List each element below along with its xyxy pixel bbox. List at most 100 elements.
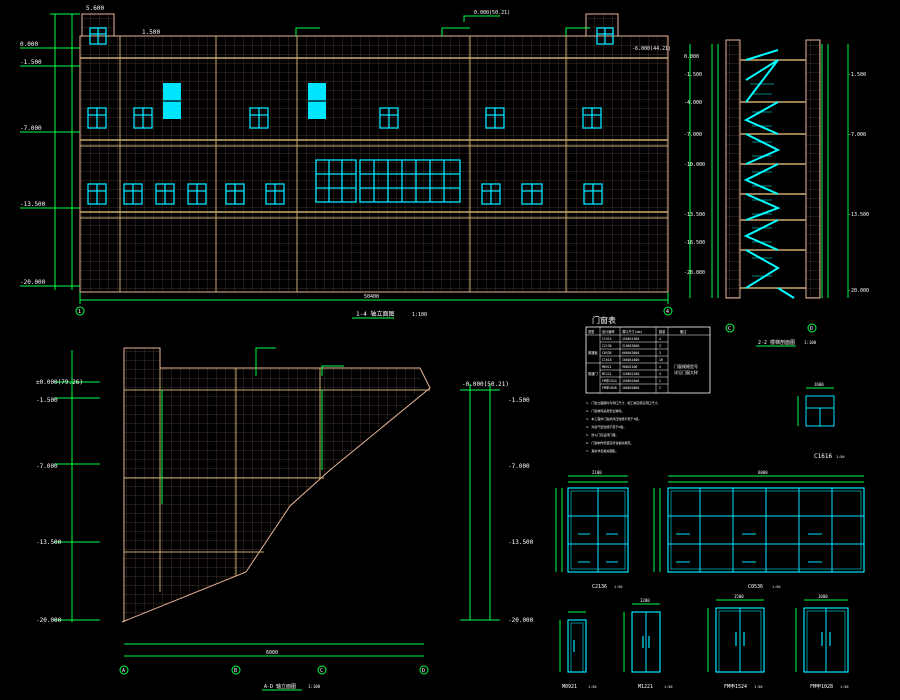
table-header-cell: 备注 xyxy=(680,329,687,334)
stair-level-label: -10.000 xyxy=(684,162,705,168)
axis-label: 4 xyxy=(666,309,669,315)
stair-level-label: 0.000 xyxy=(684,54,699,60)
axis-label: C xyxy=(320,668,323,674)
table-cell: 4 xyxy=(659,337,661,341)
detail-fm1524: 1500 FM甲1524 1:50 xyxy=(707,594,765,690)
table-remark: 门窗规格型号详见门窗大样 xyxy=(674,363,698,375)
note-line: 4. 外窗气密性能不低于6级。 xyxy=(586,424,626,429)
detail-fm1028: 1000 FM甲1028 1:50 xyxy=(795,594,849,690)
detail-c1616: 1600 C1616 1:50 xyxy=(797,382,844,460)
top-elevation-title: 1-4 轴立面图 xyxy=(356,310,394,318)
stair-section-scale: 1:100 xyxy=(804,340,817,345)
top-level-label: 0.000 xyxy=(20,41,38,48)
stair-level-label: -7.000 xyxy=(684,132,702,138)
table-cell: 2 xyxy=(659,386,661,390)
table-cell: C1515 xyxy=(602,337,612,341)
stair-landings xyxy=(740,59,806,289)
bottom-section-title: A-D 轴立面图 xyxy=(264,683,296,690)
bottom-level-left: ±0.000(79.26) xyxy=(36,379,83,386)
bottom-level-left: -7.000 xyxy=(36,463,58,470)
axis-label: 1 xyxy=(78,309,81,315)
detail-c2136: 2100 C2136 1:50 xyxy=(555,470,629,590)
table-cell: 900X2100 xyxy=(622,365,637,369)
table-header-cell: 洞口尺寸(mm) xyxy=(622,329,643,334)
table-cell: 1200X2100 xyxy=(622,372,639,376)
stair-level-label: -16.500 xyxy=(684,240,705,246)
bottom-level-left: -1.500 xyxy=(36,397,58,404)
bottom-level-right: -7.000 xyxy=(508,463,530,470)
stair-shaft-wall xyxy=(725,39,741,299)
top-elevation-scale: 1:100 xyxy=(412,312,427,318)
top-level-label: -13.500 xyxy=(20,201,46,208)
stair-shaft-wall xyxy=(805,39,821,299)
bottom-section-scale: 1:100 xyxy=(308,684,321,689)
window-door-details: 1600 C1616 1:50 2100 C2136 1:50 xyxy=(555,382,865,690)
stair-level-label: -13.500 xyxy=(848,212,869,218)
table-cell: 3 xyxy=(659,351,661,355)
table-cell: 1500X1500 xyxy=(622,337,639,341)
svg-text:1600: 1600 xyxy=(814,382,824,387)
svg-text:1:50: 1:50 xyxy=(754,685,762,689)
detail-c0536: 6000 C0536 1:50 xyxy=(653,470,865,590)
note-line: 7. 其余详见相关图集。 xyxy=(586,448,618,453)
top-roof-dim: 1.500 xyxy=(142,29,160,36)
svg-text:M0921: M0921 xyxy=(562,684,577,690)
svg-text:1000: 1000 xyxy=(818,594,828,599)
table-cell: 6000X3600 xyxy=(622,351,639,355)
note-line: 1. 门窗立面图均为洞口尺寸，施工前应核实洞口尺寸。 xyxy=(586,400,660,405)
detail-m0921: M0921 1:50 xyxy=(559,611,596,690)
top-total-dim: 50400 xyxy=(364,294,379,300)
svg-text:FM甲1524: FM甲1524 xyxy=(724,684,747,690)
svg-text:1:50: 1:50 xyxy=(588,685,596,689)
axis-label: D xyxy=(810,326,813,332)
table-cell: C1616 xyxy=(602,358,612,362)
note-line: 2. 门窗玻璃采用安全玻璃。 xyxy=(586,408,624,413)
stair-level-label: -7.000 xyxy=(848,132,866,138)
axis-label: A xyxy=(122,668,125,674)
top-note-top: 0.000(50.21) xyxy=(474,10,510,16)
svg-text:1500: 1500 xyxy=(734,594,744,599)
note-line: 3. 本工程外门窗抗风压性能不低于3级。 xyxy=(586,416,641,421)
table-cell: 4 xyxy=(659,372,661,376)
note-line: 6. 门窗制作安装应符合相关规范。 xyxy=(586,440,633,445)
table-cell: M1221 xyxy=(602,372,612,376)
axis-bubble xyxy=(663,306,673,316)
stair-section-title: 2-2 楼梯剖面图 xyxy=(758,339,795,346)
table-cell: 16 xyxy=(659,358,663,362)
table-cell: C2136 xyxy=(602,344,612,348)
table-header-cell: 数量 xyxy=(659,329,666,334)
axis-bubble xyxy=(75,306,85,316)
axis-bubble xyxy=(807,323,817,333)
bottom-level-right: -13.500 xyxy=(508,539,534,546)
svg-text:1200: 1200 xyxy=(640,598,650,603)
bottom-level-left: -20.000 xyxy=(36,617,62,624)
top-dimension-lines xyxy=(20,13,669,304)
svg-text:6000: 6000 xyxy=(758,470,768,475)
svg-text:1:50: 1:50 xyxy=(614,585,622,589)
table-cell: 2100X3600 xyxy=(622,344,639,348)
svg-text:1:50: 1:50 xyxy=(664,685,672,689)
table-cell: FM甲1028 xyxy=(602,386,617,390)
table-cell: 1600X1600 xyxy=(622,358,639,362)
table-notes: 1. 门窗立面图均为洞口尺寸，施工前应核实洞口尺寸。 2. 门窗玻璃采用安全玻璃。… xyxy=(586,400,660,453)
table-title: 门窗表 xyxy=(592,315,616,325)
bottom-level-left: -13.500 xyxy=(36,539,62,546)
table-cell: 1000X2800 xyxy=(622,386,639,390)
table-cell: C0536 xyxy=(602,351,612,355)
table-cell: 普通门 xyxy=(588,371,598,376)
svg-text:1:50: 1:50 xyxy=(840,685,848,689)
stair-level-label: -13.500 xyxy=(684,212,705,218)
bottom-level-right: -0.000(50.21) xyxy=(462,381,509,388)
bottom-total-dim: 6000 xyxy=(266,650,278,656)
stair-level-label: -4.000 xyxy=(684,100,702,106)
bottom-level-right: -1.500 xyxy=(508,397,530,404)
table-cell: 2 xyxy=(659,379,661,383)
stair-level-label: -1.500 xyxy=(684,72,702,78)
top-roof-markers xyxy=(295,15,590,36)
top-stair-tower-right xyxy=(585,13,619,37)
top-level-label: -1.500 xyxy=(20,59,42,66)
table-cell: 普通窗 xyxy=(588,350,598,355)
